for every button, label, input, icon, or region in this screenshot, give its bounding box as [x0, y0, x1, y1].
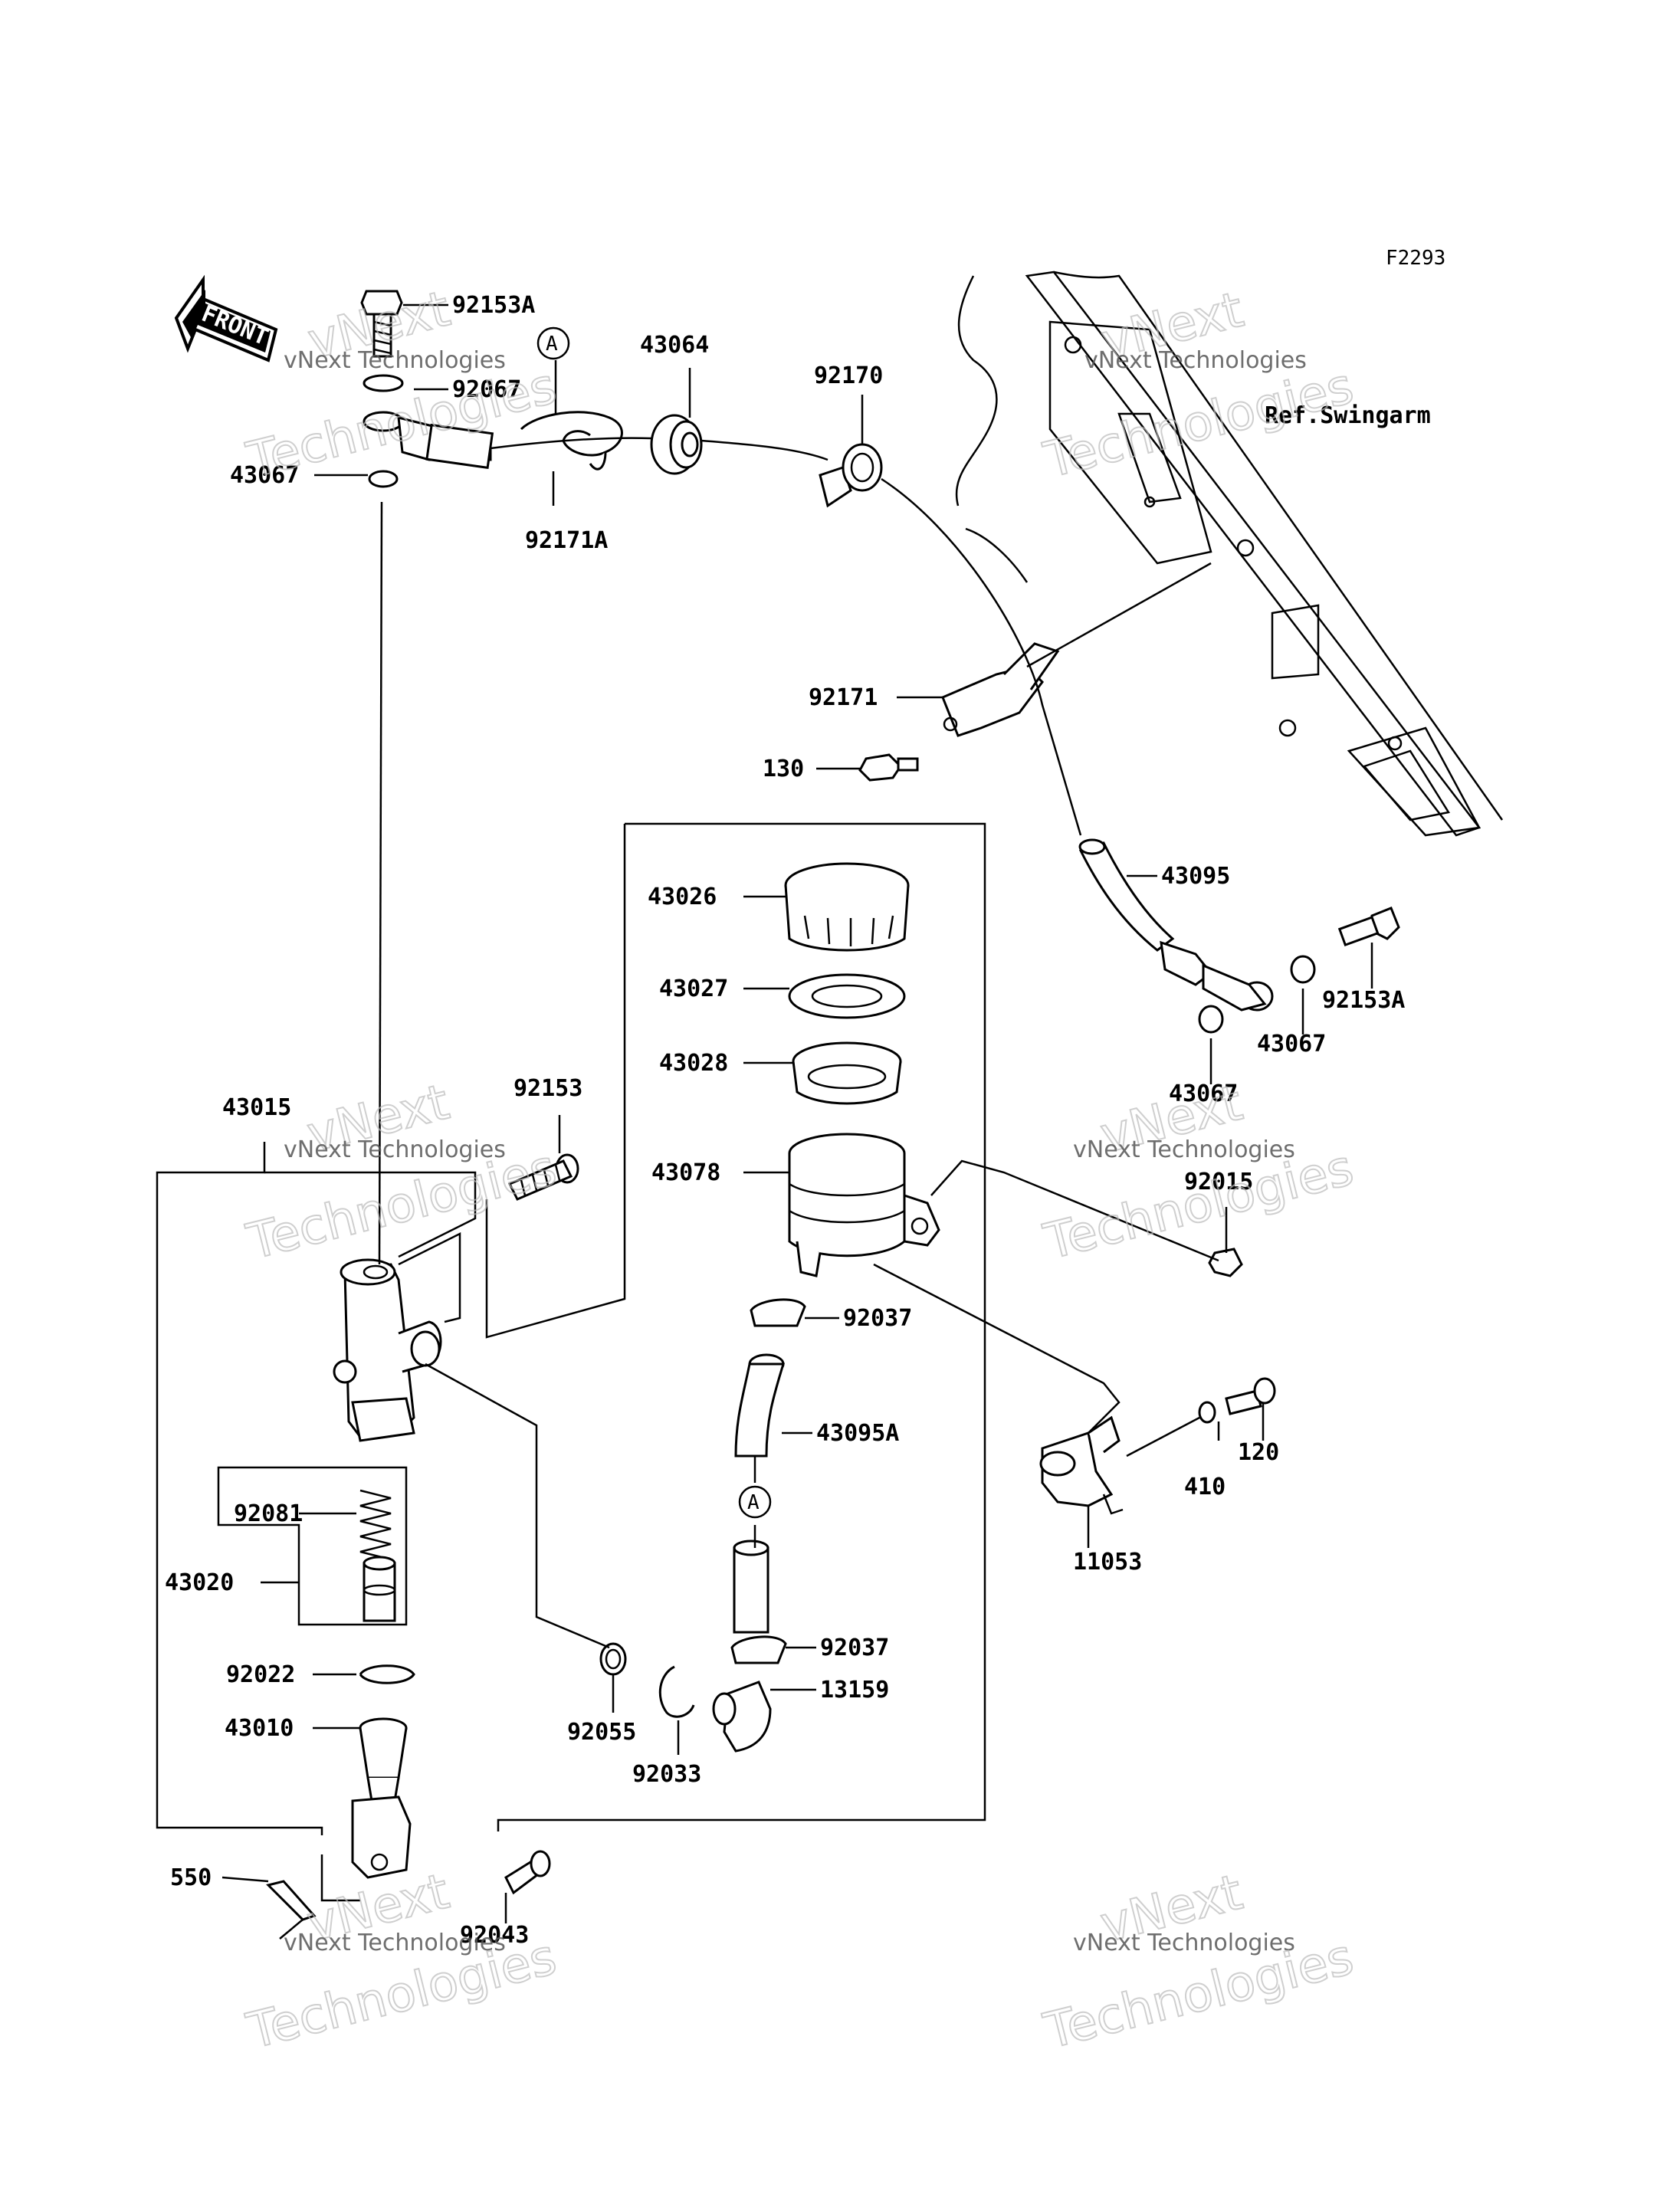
label-43095A: 43095A — [816, 1420, 899, 1447]
label-92171: 92171 — [809, 684, 878, 711]
banjo-bolt-top — [360, 290, 403, 358]
label-92081: 92081 — [234, 1500, 303, 1527]
label-92170: 92170 — [814, 362, 883, 389]
nut-92015 — [1208, 1248, 1243, 1277]
svg-text:vNext Technologies: vNext Technologies — [284, 1136, 506, 1163]
label-43028: 43028 — [659, 1050, 728, 1077]
elbow-13159 — [712, 1681, 772, 1753]
front-arrow-icon: FRONT — [174, 274, 278, 362]
label-130: 130 — [763, 756, 804, 782]
switch-11053 — [1039, 1415, 1124, 1515]
bolt-92153 — [507, 1153, 579, 1201]
washer-410 — [1198, 1401, 1216, 1424]
diaphragm-43028 — [792, 1041, 902, 1105]
label-92153: 92153 — [514, 1075, 582, 1102]
label-92033: 92033 — [632, 1761, 701, 1788]
cotter-pin-550 — [266, 1880, 317, 1940]
ref-swingarm-label: Ref.Swingarm — [1265, 402, 1431, 429]
label-92015: 92015 — [1184, 1169, 1253, 1195]
label-43026: 43026 — [648, 884, 717, 910]
diaphragm-plate-43027 — [788, 973, 906, 1019]
circlip-92022 — [359, 1664, 415, 1684]
pin-92043 — [504, 1850, 551, 1895]
label-92055: 92055 — [567, 1719, 636, 1746]
label-120: 120 — [1238, 1439, 1279, 1466]
watermark-top-right: vNext vNext Technologies Technologies — [1038, 281, 1360, 490]
watermark-bottom-right: vNext vNext Technologies Technologies — [1038, 1864, 1360, 2061]
hose-fitting-top — [363, 374, 494, 488]
circlip-92033 — [658, 1665, 695, 1718]
label-13159: 13159 — [820, 1677, 889, 1703]
clamp-92037-top — [750, 1298, 806, 1327]
hose-43095A — [733, 1353, 786, 1634]
reservoir-cap-43026 — [784, 862, 910, 952]
label-92043: 92043 — [460, 1922, 529, 1949]
svg-text:vNext Technologies: vNext Technologies — [284, 347, 506, 374]
label-43067-right1: 43067 — [1257, 1031, 1326, 1058]
label-92037-bottom: 92037 — [820, 1635, 889, 1661]
figure-code: F2293 — [1386, 247, 1445, 270]
label-43020: 43020 — [165, 1569, 234, 1596]
svg-text:A: A — [546, 333, 558, 356]
connector-a-top: A — [536, 326, 570, 360]
label-92171A: 92171A — [525, 527, 608, 554]
reservoir-body-43078 — [788, 1133, 940, 1277]
piston-kit-43020 — [363, 1556, 396, 1622]
label-92022: 92022 — [226, 1661, 295, 1688]
label-92153A-right: 92153A — [1322, 987, 1405, 1014]
label-92153A-top: 92153A — [452, 292, 535, 319]
clamp-92171A — [520, 411, 623, 471]
oring-92055 — [599, 1642, 627, 1676]
part-labels: F2293 Ref.Swingarm 92153A 92067 43067 92… — [165, 247, 1445, 1949]
connector-a-bottom: A — [738, 1485, 772, 1519]
label-43078: 43078 — [651, 1159, 720, 1186]
svg-text:vNext Technologies: vNext Technologies — [1073, 1136, 1295, 1163]
clip-92170 — [819, 443, 883, 508]
svg-text:Technologies: Technologies — [241, 358, 562, 490]
bracket-92171 — [941, 642, 1060, 737]
push-rod-43010 — [351, 1717, 412, 1879]
svg-text:vNext Technologies: vNext Technologies — [1084, 347, 1307, 374]
label-43067-top: 43067 — [230, 462, 299, 489]
label-43015: 43015 — [222, 1094, 291, 1121]
svg-text:A: A — [747, 1491, 760, 1514]
clamp-92037-bottom — [730, 1635, 787, 1664]
label-43010: 43010 — [225, 1715, 294, 1742]
label-43067-right2: 43067 — [1169, 1080, 1238, 1107]
label-92067: 92067 — [452, 376, 521, 403]
grommet-43064 — [650, 414, 703, 475]
master-cylinder-43015 — [333, 1258, 442, 1442]
spring-92081 — [359, 1489, 392, 1561]
label-43027: 43027 — [659, 976, 728, 1002]
label-43064: 43064 — [640, 332, 709, 359]
label-550: 550 — [170, 1864, 212, 1891]
svg-text:Technologies: Technologies — [1039, 358, 1359, 490]
label-92037-top: 92037 — [843, 1305, 912, 1332]
hose-43095 — [1078, 838, 1274, 1012]
bolt-130 — [858, 753, 919, 782]
banjo-bolt-right — [1198, 907, 1400, 1034]
label-43095: 43095 — [1161, 863, 1230, 890]
svg-text:vNext Technologies: vNext Technologies — [284, 1930, 506, 1956]
label-11053: 11053 — [1073, 1549, 1142, 1576]
svg-text:vNext Technologies: vNext Technologies — [1073, 1930, 1295, 1956]
swingarm-outline — [955, 271, 1504, 837]
leader-lines — [156, 303, 1373, 1923]
label-410: 410 — [1184, 1474, 1226, 1500]
screw-120 — [1225, 1377, 1276, 1415]
